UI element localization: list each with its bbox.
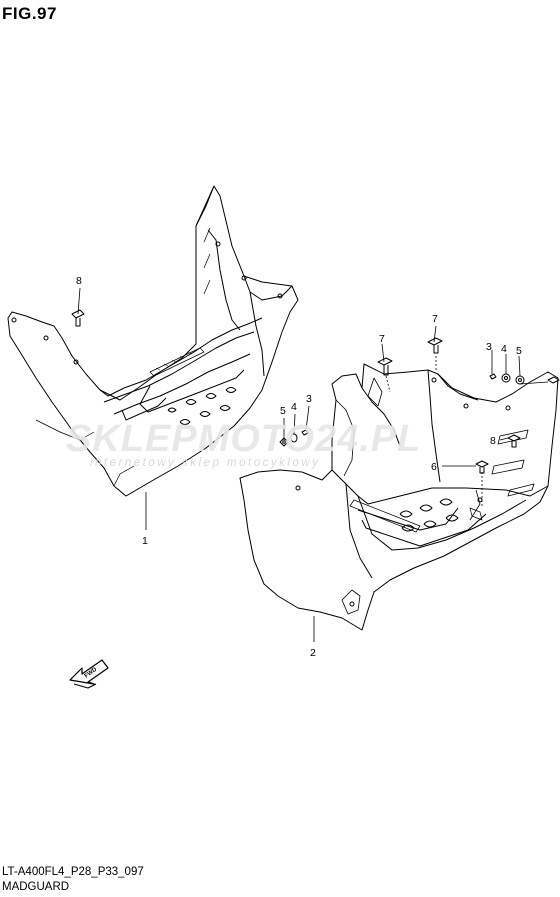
callout-4-left: 4 (291, 401, 297, 413)
callout-3-left: 3 (306, 393, 312, 405)
callout-4-right: 4 (501, 343, 507, 355)
figure-title: FIG.97 (2, 4, 57, 23)
callout-7-left: 7 (379, 333, 385, 345)
right-mudguard (239, 363, 559, 631)
callout-3-right: 3 (486, 341, 492, 353)
leader-lines (77, 287, 549, 642)
callout-1: 1 (142, 535, 148, 547)
diagram-name: MADGUARD (2, 881, 70, 893)
callout-5-right: 5 (516, 345, 522, 357)
fwd-arrow-icon (69, 659, 109, 689)
diagram-code: LT-A400FL4_P28_P33_097 (2, 866, 144, 878)
callout-6: 6 (431, 461, 437, 473)
callout-7-right: 7 (432, 313, 438, 325)
left-mudguard (7, 185, 299, 497)
callout-2: 2 (310, 647, 316, 659)
callout-8-right: 8 (490, 435, 496, 447)
callout-5-left: 5 (280, 405, 286, 417)
callout-8-left: 8 (76, 275, 82, 287)
fasteners (71, 309, 560, 474)
